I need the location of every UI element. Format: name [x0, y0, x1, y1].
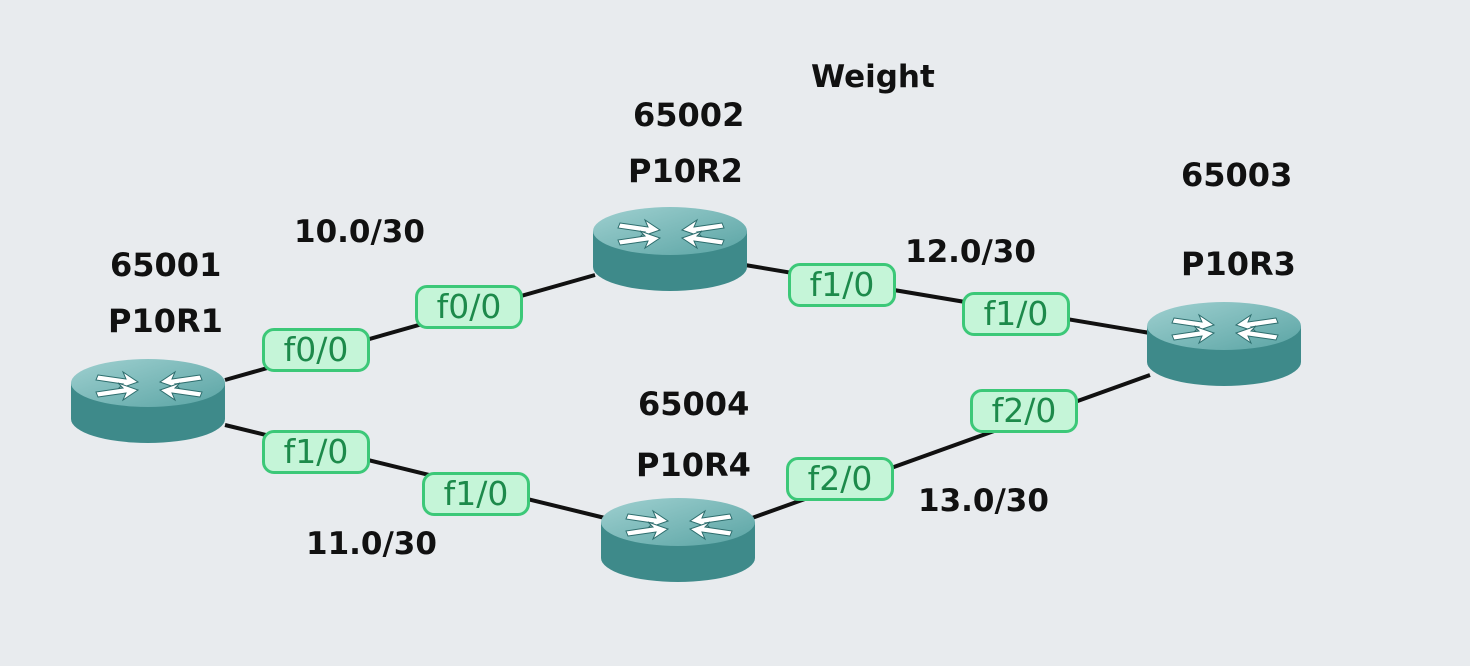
subnet-label-r1-r4: 11.0/30: [306, 526, 437, 562]
interface-badge-r4-f2-0[interactable]: f2/0: [786, 457, 894, 501]
asn-label-r1: 65001: [110, 246, 222, 284]
subnet-label-r1-r2: 10.0/30: [294, 214, 425, 250]
router-name-r2: P10R2: [628, 152, 743, 190]
router-name-r3: P10R3: [1181, 245, 1296, 283]
router-icon-r1[interactable]: [68, 355, 228, 447]
interface-badge-r1-f0-0[interactable]: f0/0: [262, 328, 370, 372]
asn-label-r2: 65002: [633, 96, 745, 134]
subnet-label-r2-r3: 12.0/30: [905, 234, 1036, 270]
asn-label-r4: 65004: [638, 385, 750, 423]
interface-badge-r2-f1-0[interactable]: f1/0: [788, 263, 896, 307]
interface-badge-r4-f1-0[interactable]: f1/0: [422, 472, 530, 516]
asn-label-r3: 65003: [1181, 156, 1293, 194]
diagram-title: Weight: [811, 59, 935, 95]
interface-badge-r3-f1-0[interactable]: f1/0: [962, 292, 1070, 336]
subnet-label-r4-r3: 13.0/30: [918, 483, 1049, 519]
interface-badge-r1-f1-0[interactable]: f1/0: [262, 430, 370, 474]
router-name-r1: P10R1: [108, 302, 223, 340]
router-icon-r2[interactable]: [590, 203, 750, 295]
router-icon-r3[interactable]: [1144, 298, 1304, 390]
router-icon-r4[interactable]: [598, 494, 758, 586]
interface-badge-r3-f2-0[interactable]: f2/0: [970, 389, 1078, 433]
router-name-r4: P10R4: [636, 446, 751, 484]
interface-badge-r2-f0-0[interactable]: f0/0: [415, 285, 523, 329]
